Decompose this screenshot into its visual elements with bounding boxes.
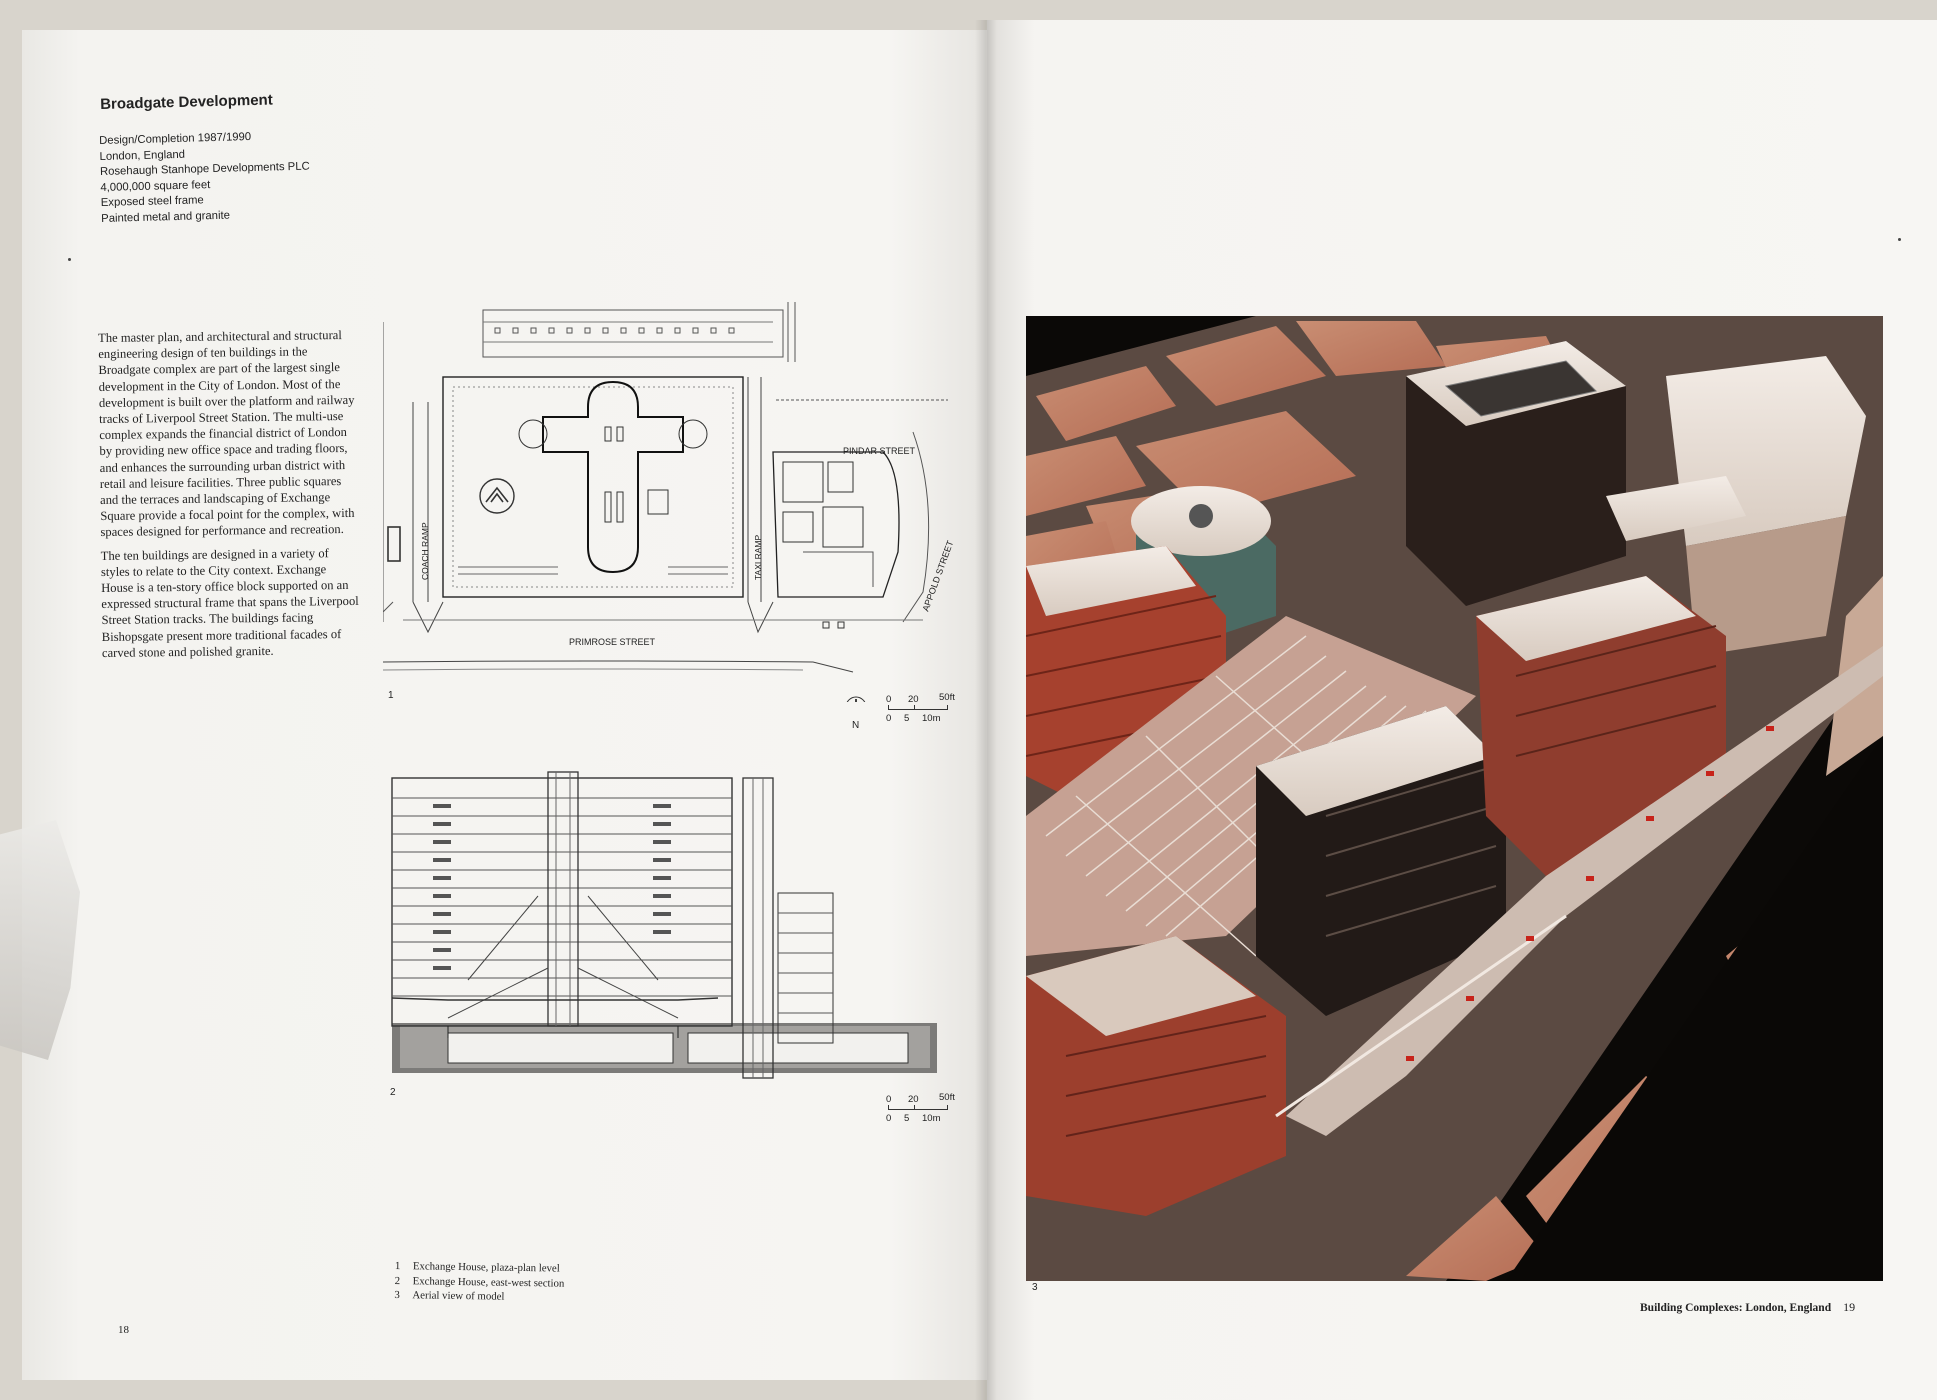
caption-number: 2	[394, 1274, 401, 1287]
right-page-number: 19	[1843, 1300, 1856, 1314]
project-specs: Design/Completion 1987/1990 London, Engl…	[99, 129, 311, 227]
caption-line: 3 Aerial view of model	[394, 1288, 564, 1305]
scale-label: 0	[886, 694, 892, 705]
scale-label: 0	[886, 1113, 892, 1124]
body-text: The master plan, and architectural and s…	[98, 327, 360, 668]
scale-label: 10m	[922, 1113, 941, 1124]
taxi-ramp-label: TAXI RAMP	[753, 534, 763, 580]
scale-label: 20	[908, 1094, 919, 1105]
scan-speck	[1898, 238, 1901, 241]
scale-tick	[947, 1105, 949, 1110]
plaza-plan-drawing: PINDAR STREET PRIMROSE STREET APPOLD STR…	[382, 302, 956, 718]
left-page-number: 18	[118, 1324, 129, 1336]
body-paragraph: The ten buildings are designed in a vari…	[100, 545, 359, 660]
running-head-text: Building Complexes: London, England	[1640, 1302, 1832, 1314]
section-svg	[391, 771, 937, 1079]
caption-text: Exchange House, east-west section	[412, 1274, 565, 1290]
scale-bar-line	[888, 1109, 948, 1111]
scale-label: 50ft	[939, 1092, 955, 1103]
scale-label: 10m	[922, 713, 941, 724]
left-page	[22, 30, 987, 1380]
scale-tick	[888, 705, 890, 710]
running-footer: Building Complexes: London, England 19	[1640, 1300, 1855, 1315]
plan-svg: PINDAR STREET PRIMROSE STREET APPOLD STR…	[382, 302, 956, 718]
section-scale-bar: 0 20 50ft 0 5 10m	[884, 1092, 960, 1128]
caption-number: 3	[394, 1288, 400, 1302]
book-gutter	[975, 20, 997, 1400]
figure-number-3: 3	[1032, 1282, 1038, 1293]
scale-tick	[914, 1105, 916, 1110]
primrose-street-label: PRIMROSE STREET	[569, 637, 656, 647]
scale-label: 0	[886, 713, 892, 724]
caption-number: 1	[394, 1259, 401, 1273]
scale-label: 5	[904, 713, 910, 724]
scale-tick	[888, 1105, 890, 1110]
aerial-model-photo	[1026, 316, 1883, 1281]
figure-captions: 1 Exchange House, plaza-plan level 2 Excha…	[394, 1259, 564, 1305]
coach-ramp-label: COACH RAMP	[420, 522, 430, 580]
scale-label: 5	[904, 1113, 910, 1124]
scale-tick	[914, 705, 916, 710]
scale-label: 0	[886, 1094, 892, 1105]
scale-bar-line	[888, 709, 948, 711]
scan-speck	[68, 258, 71, 261]
figure-number-1: 1	[388, 690, 394, 701]
body-paragraph: The master plan, and architectural and s…	[98, 328, 355, 540]
east-west-section-drawing	[388, 768, 948, 1093]
caption-text: Aerial view of model	[412, 1289, 505, 1303]
north-arrow-label: N	[852, 720, 860, 731]
plan-scale-bar: 0 20 50ft 0 5 10m	[884, 692, 960, 728]
caption-text: Exchange House, plaza-plan level	[412, 1260, 560, 1275]
pindar-street-label: PINDAR STREET	[843, 446, 916, 456]
scale-label: 50ft	[939, 692, 955, 703]
scale-label: 20	[908, 694, 919, 705]
model-photo-svg	[1026, 316, 1883, 1281]
scale-tick	[947, 705, 949, 710]
figure-number-2: 2	[390, 1087, 396, 1098]
